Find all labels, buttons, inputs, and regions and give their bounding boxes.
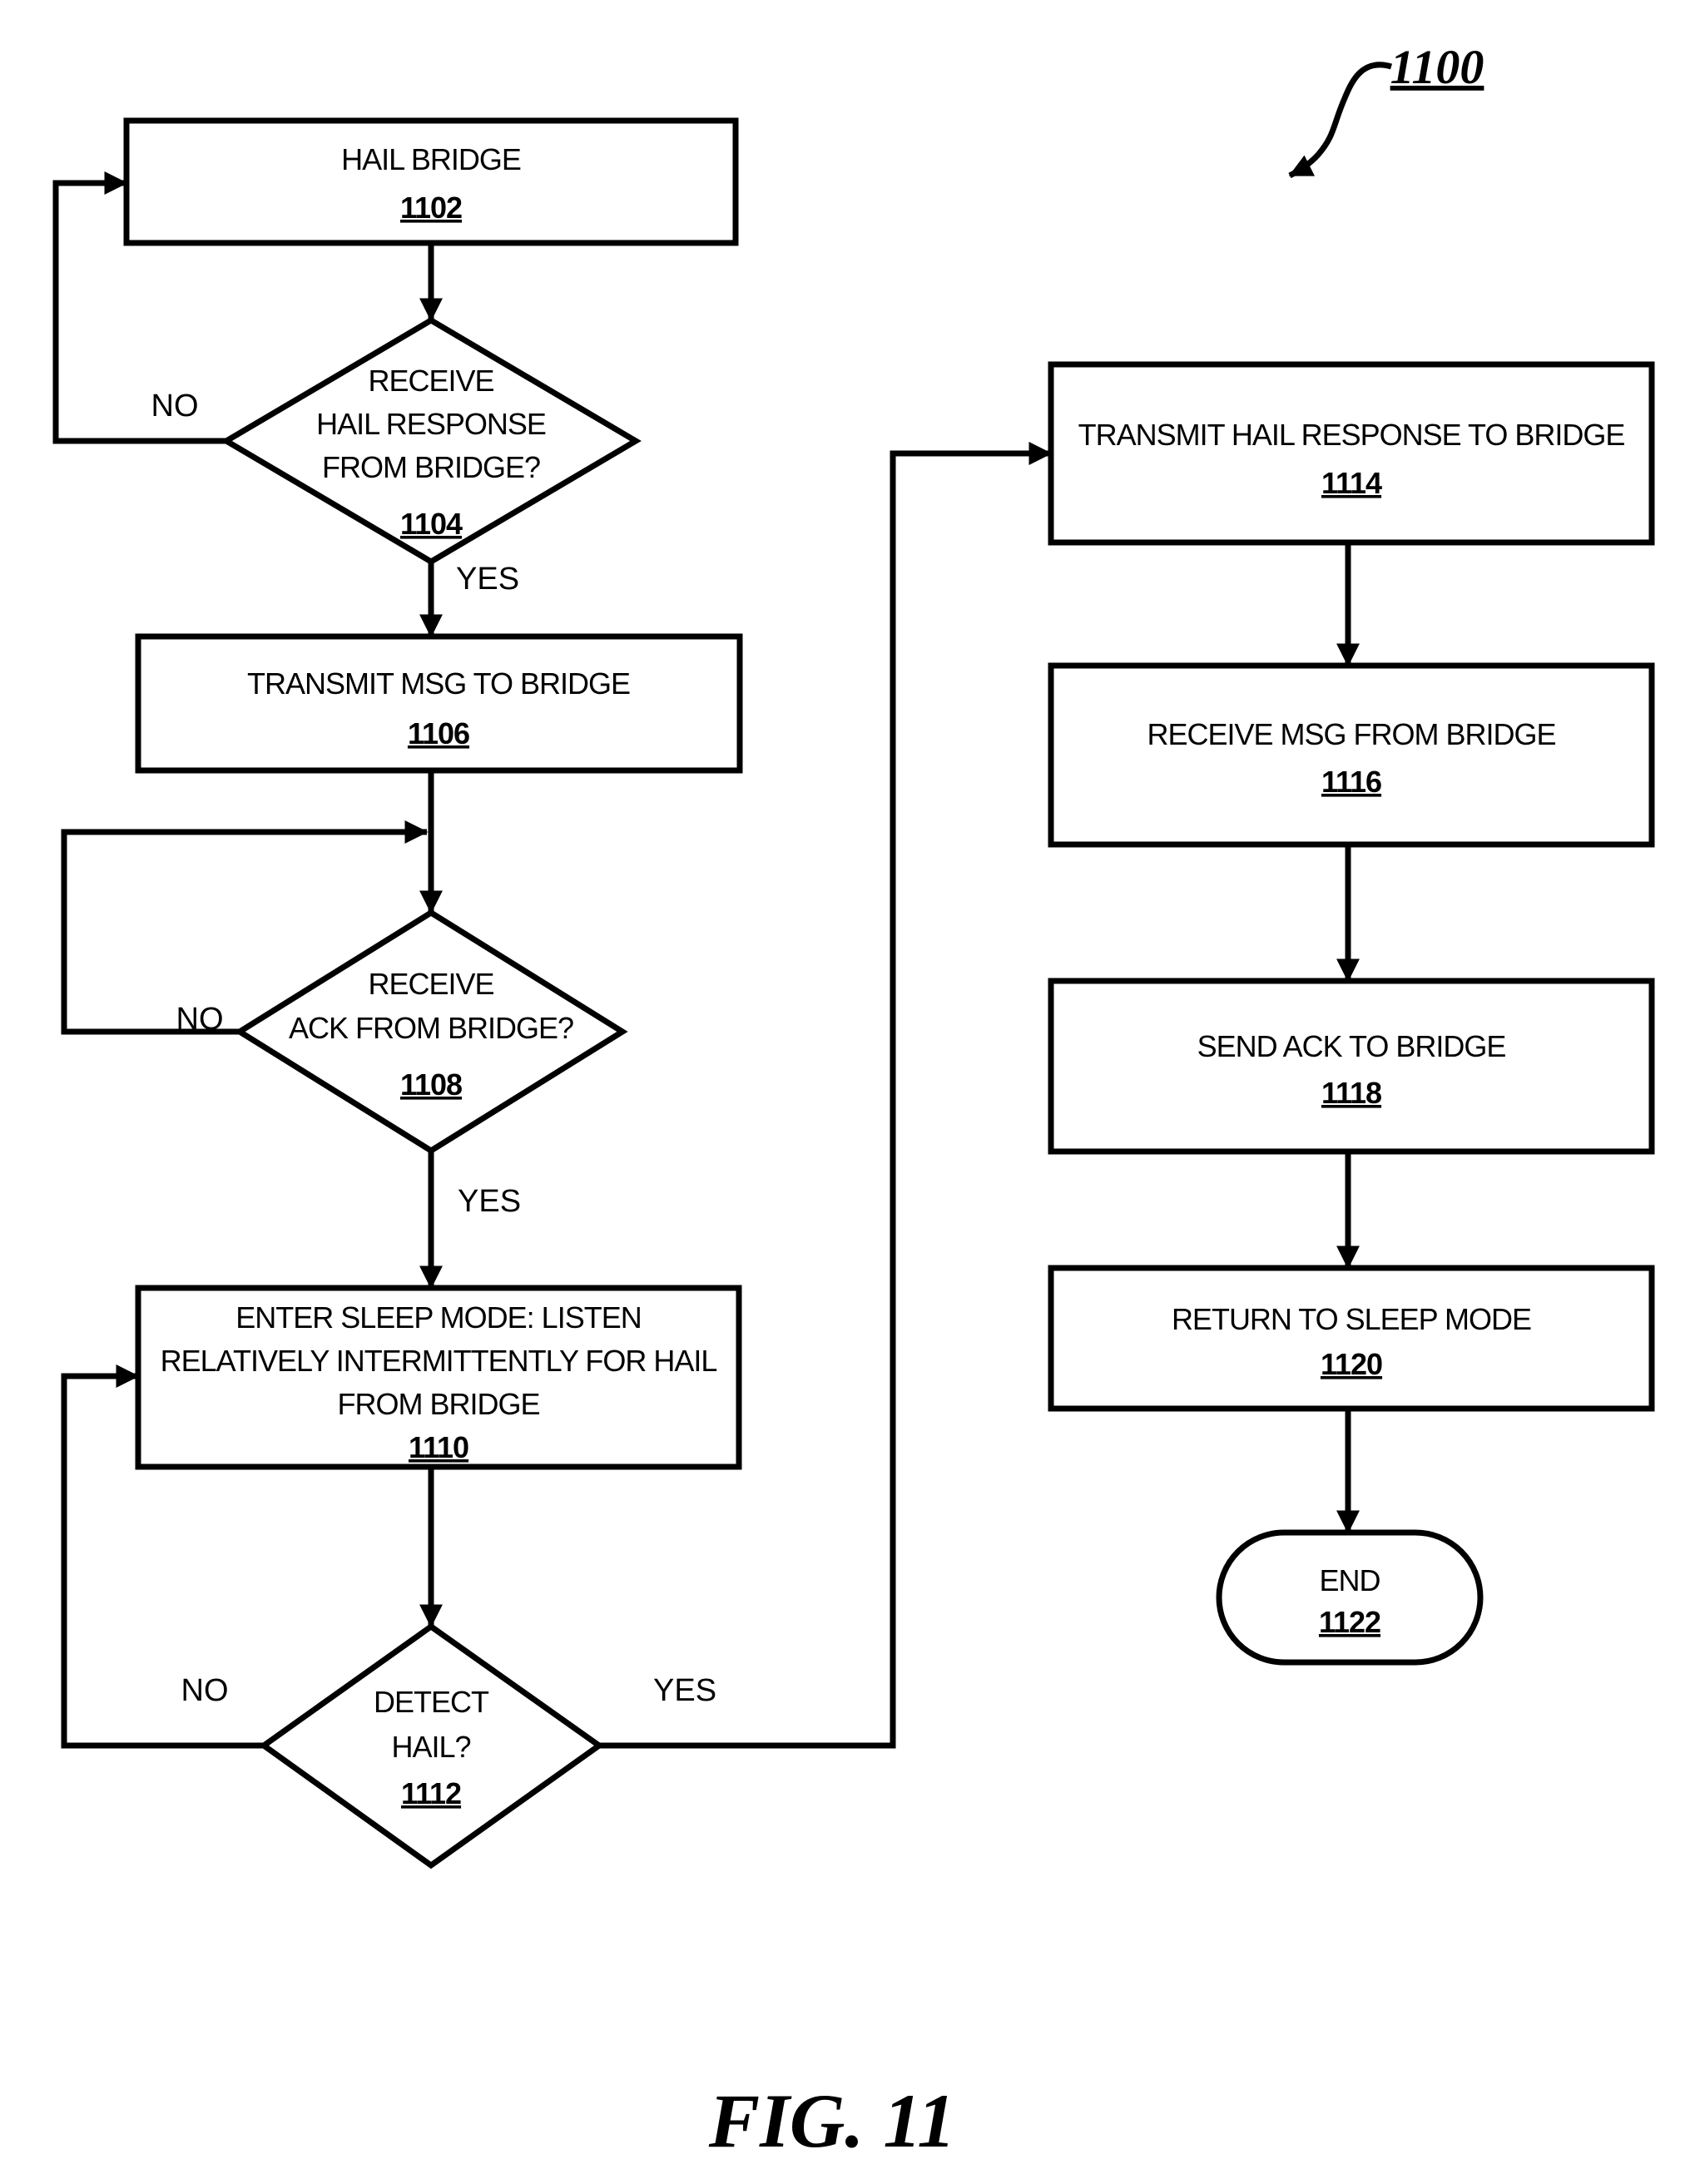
node-label-line: RECEIVE [368,967,493,1001]
edge-label-yes-1112: YES [653,1673,716,1708]
edge-label-yes-1108: YES [458,1184,521,1219]
flow-arrow-1104-no-loop-to-1102 [52,171,226,444]
flow-arrow-1112-yes-to-1114 [599,442,1053,1749]
node-label-line: RECEIVE MSG FROM BRIDGE [1147,717,1555,751]
terminator-pill-end [1216,1529,1484,1666]
process-box-hail-bridge [123,117,739,246]
node-ref-number: 1122 [1319,1605,1380,1639]
flow-arrow-1108-no-loop-to-merge [61,820,429,1035]
node-label-line: RETURN TO SLEEP MODE [1172,1302,1531,1336]
node-label-line: ENTER SLEEP MODE: LISTEN [235,1300,641,1335]
figure-caption: FIG. 11 [708,2078,956,2163]
node-label-line: HAIL BRIDGE [341,142,521,176]
node-ref-number: 1108 [400,1067,462,1102]
node-ref-number: 1102 [400,191,462,225]
decision-diamond-detect-hail [258,1622,605,1870]
node-ref-number: 1110 [409,1430,468,1464]
node-ref-number: 1120 [1321,1347,1382,1381]
flow-arrow-1112-no-loop-to-1110 [61,1364,264,1749]
process-box-return-to-sleep [1048,1265,1655,1412]
process-box-receive-msg [1048,662,1655,848]
node-ref-number: 1106 [408,716,469,750]
node-label-line: FROM BRIDGE? [322,450,540,484]
node-label-line: SEND ACK TO BRIDGE [1197,1029,1506,1063]
edge-label-no-1108: NO [176,1002,224,1037]
edge-label-no-1104: NO [151,389,199,423]
edge-label-yes-1104: YES [456,562,519,597]
process-box-transmit-hail-response [1048,361,1655,546]
node-ref-number: 1116 [1321,765,1381,799]
node-label-line: HAIL? [391,1730,470,1764]
node-label-line: RELATIVELY INTERMITTENTLY FOR HAIL [161,1344,717,1378]
node-label-line: END [1319,1563,1380,1597]
node-label-line: FROM BRIDGE [337,1387,539,1421]
node-ref-number: 1118 [1321,1076,1381,1110]
node-label-line: TRANSMIT HAIL RESPONSE TO BRIDGE [1078,418,1625,452]
node-label-line: TRANSMIT MSG TO BRIDGE [247,666,630,701]
figure-ref-number: 1100 [1390,40,1484,94]
edge-label-no-1112: NO [181,1673,229,1708]
node-label-line: RECEIVE [368,364,493,398]
node-ref-number: 1104 [400,507,463,541]
node-label-line: ACK FROM BRIDGE? [289,1011,573,1045]
node-ref-number: 1114 [1321,466,1382,500]
node-label-line: HAIL RESPONSE [316,407,546,441]
figure-ref-arrow [1288,62,1392,179]
process-box-send-ack [1048,978,1655,1155]
node-ref-number: 1112 [401,1776,461,1810]
node-label-line: DETECT [374,1685,489,1719]
